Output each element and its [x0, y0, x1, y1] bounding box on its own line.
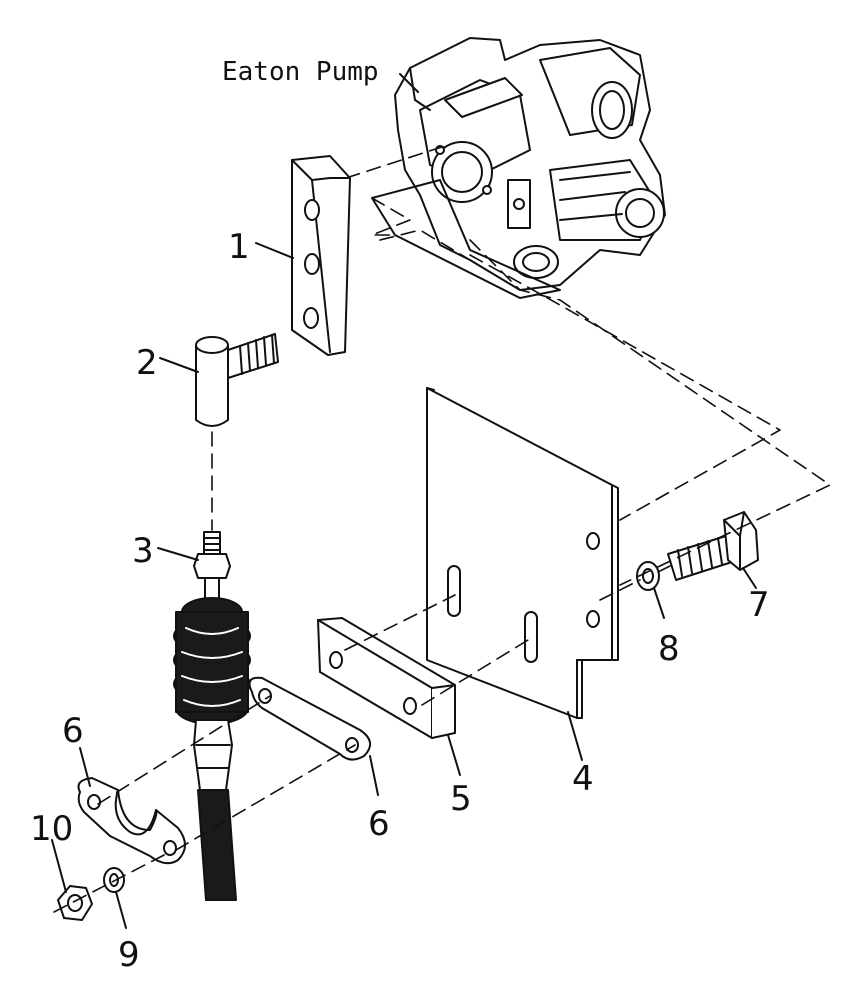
part-5-spacer-block [317, 617, 456, 739]
callout-3: 3 [132, 531, 154, 571]
diagram-title: Eaton Pump [222, 57, 379, 87]
callout-8: 8 [658, 629, 680, 669]
part-9-washer [103, 867, 125, 893]
callout-5: 5 [450, 779, 472, 819]
eaton-pump [371, 37, 666, 299]
callout-7: 7 [748, 585, 770, 625]
part-3-cable-assembly [173, 531, 251, 901]
part-6-cable-clamp [77, 777, 186, 865]
part-7-bolt [667, 511, 759, 581]
part-10-nut [57, 885, 93, 921]
leader-lines [51, 73, 757, 929]
part-6-flat-strap [248, 676, 371, 761]
part-4-bracket-plate [426, 387, 619, 719]
callout-4: 4 [572, 759, 594, 799]
part-2-ball-joint [195, 333, 279, 427]
callout-9: 9 [118, 935, 140, 975]
callout-2: 2 [136, 343, 158, 383]
assembly-lines [53, 144, 831, 913]
part-1-lever-bar [291, 155, 351, 356]
callout-1: 1 [228, 227, 250, 267]
callout-6-strap: 6 [368, 804, 390, 844]
callout-10: 10 [30, 809, 73, 849]
callout-6-clamp: 6 [62, 711, 84, 751]
